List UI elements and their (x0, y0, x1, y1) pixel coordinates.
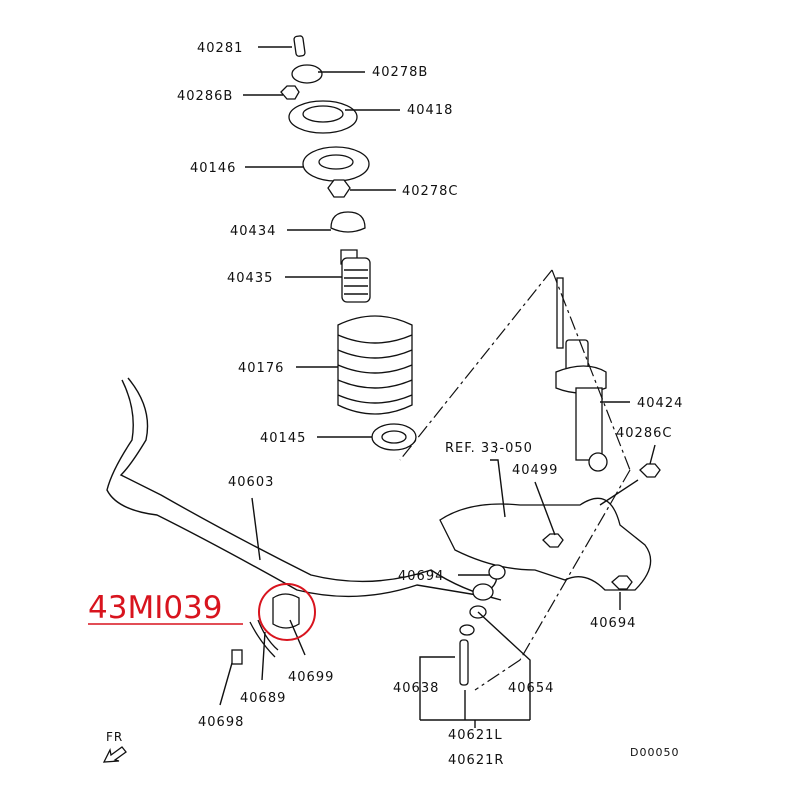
highlight-circle (258, 583, 316, 641)
label-40418[interactable]: 40418 (407, 103, 453, 118)
highlight-part-number[interactable]: 43MI039 (88, 590, 223, 626)
front-arrow-icon (102, 746, 127, 763)
label-40698[interactable]: 40698 (198, 715, 244, 730)
label-40603[interactable]: 40603 (228, 475, 274, 490)
stabilizer-bar (106, 377, 506, 686)
label-40654[interactable]: 40654 (508, 681, 554, 696)
label-40638[interactable]: 40638 (393, 681, 439, 696)
label-40699[interactable]: 40699 (288, 670, 334, 685)
label-40499[interactable]: 40499 (512, 463, 558, 478)
label-40145[interactable]: 40145 (260, 431, 306, 446)
label-40281[interactable]: 40281 (197, 41, 243, 56)
label-40621R[interactable]: 40621R (448, 753, 504, 768)
shock-absorber (439, 277, 661, 591)
label-ref-33-050[interactable]: REF. 33-050 (445, 441, 533, 456)
label-40424[interactable]: 40424 (637, 396, 683, 411)
label-40689[interactable]: 40689 (240, 691, 286, 706)
part-labels: 40281 40278B 40286B 40418 40146 40278C 4… (106, 41, 683, 768)
diagram-code: D00050 (630, 746, 679, 759)
label-40694-right[interactable]: 40694 (590, 616, 636, 631)
label-40176[interactable]: 40176 (238, 361, 284, 376)
highlight-callout: 43MI039 (88, 583, 316, 641)
label-40278B[interactable]: 40278B (372, 65, 428, 80)
strut-parts (280, 35, 417, 451)
label-40434[interactable]: 40434 (230, 224, 276, 239)
label-40435[interactable]: 40435 (227, 271, 273, 286)
front-label: FR (106, 730, 123, 744)
label-40286B[interactable]: 40286B (177, 89, 233, 104)
label-40621L[interactable]: 40621L (448, 728, 503, 743)
label-40286C[interactable]: 40286C (616, 426, 672, 441)
label-40278C[interactable]: 40278C (402, 184, 458, 199)
label-40694[interactable]: 40694 (398, 569, 444, 584)
label-40146[interactable]: 40146 (190, 161, 236, 176)
